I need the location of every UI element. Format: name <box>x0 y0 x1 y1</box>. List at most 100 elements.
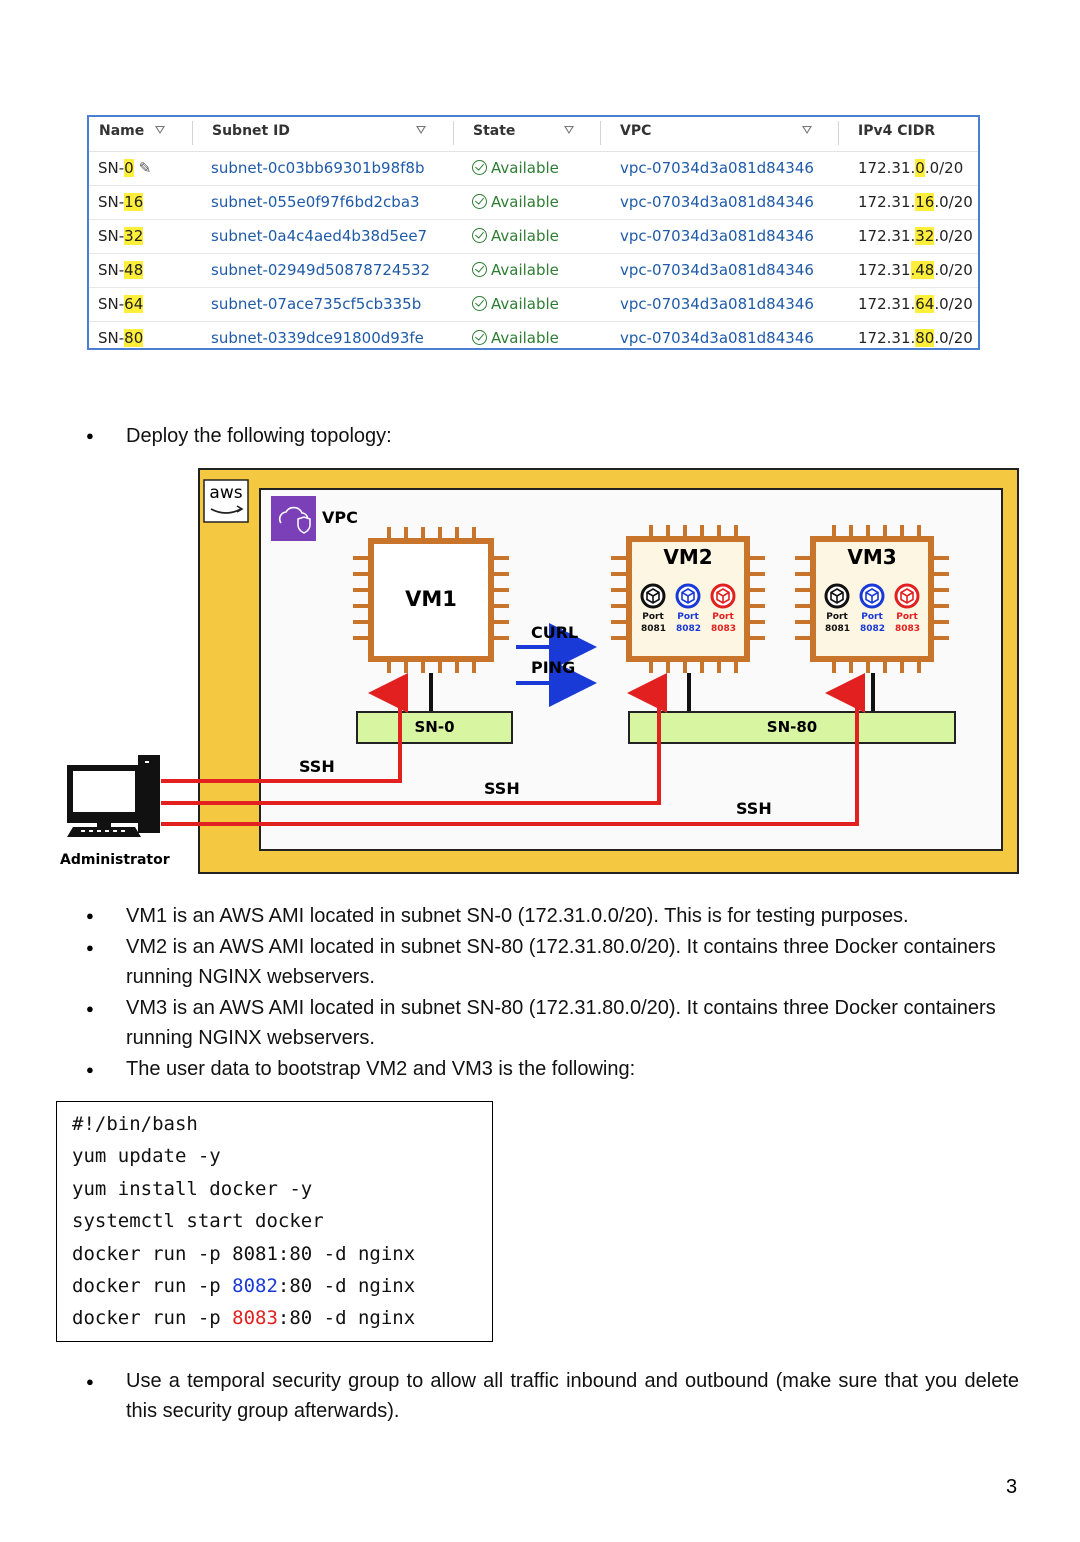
bullet-vm2: VM2 is an AWS AMI located in subnet SN-8… <box>126 936 996 988</box>
column-divider <box>838 121 839 145</box>
subnet-sn0-bar <box>356 711 513 744</box>
code-line: docker run -p 8082:80 -d nginx <box>72 1274 416 1297</box>
check-circle-icon <box>472 160 487 175</box>
bullet-vm3: VM3 is an AWS AMI located in subnet SN-8… <box>126 997 996 1049</box>
ipv4-cidr: 172.31.64.0/20 <box>858 295 973 313</box>
code-line: #!/bin/bash <box>72 1113 198 1135</box>
vpc-id-link[interactable]: vpc-07034d3a081d84346 <box>620 159 814 177</box>
vpc-id-link[interactable]: vpc-07034d3a081d84346 <box>620 193 814 211</box>
subnet-id-link[interactable]: subnet-055e0f97f6bd2cba3 <box>211 193 420 211</box>
status-badge: Available <box>472 185 559 219</box>
sort-triangle-icon[interactable] <box>155 126 165 134</box>
check-circle-icon <box>472 296 487 311</box>
table-row[interactable]: SN-16 subnet-055e0f97f6bd2cba3 Available vp… <box>89 185 978 220</box>
bullet-icon: ● <box>86 1062 94 1077</box>
vm1-chip <box>353 527 509 673</box>
table-row[interactable]: SN-80 subnet-0339dce91800d93fe Available vp… <box>89 321 978 355</box>
table-row[interactable]: SN-32 subnet-0a4c4aed4b38d5ee7 Available vp… <box>89 219 978 254</box>
column-header-subnet-id[interactable]: Subnet ID <box>212 123 290 139</box>
docker-container-icons-vm2 <box>640 583 736 609</box>
administrator-computer-icon <box>67 755 160 837</box>
code-line: docker run -p 8081:80 -d nginx <box>72 1242 416 1265</box>
administrator-label: Administrator <box>60 852 170 868</box>
code-line: yum install docker -y <box>72 1177 313 1200</box>
ping-label: PING <box>531 658 576 677</box>
bullet-icon: ● <box>86 908 94 923</box>
ipv4-cidr: 172.31.48.0/20 <box>858 261 973 279</box>
check-circle-icon <box>472 228 487 243</box>
ssh-label-vm3: SSH <box>736 799 772 818</box>
column-divider <box>192 121 193 145</box>
status-badge: Available <box>472 253 559 287</box>
subnet-name[interactable]: SN-32 <box>98 227 144 245</box>
bullet-icon: ● <box>86 940 94 955</box>
subnet-id-link[interactable]: subnet-0339dce91800d93fe <box>211 329 424 347</box>
code-line: docker run -p 8083:80 -d nginx <box>72 1307 416 1330</box>
column-divider <box>453 121 454 145</box>
table-row[interactable]: SN-0✎ subnet-0c03bb69301b98f8b Available vp… <box>89 151 978 186</box>
ipv4-cidr: 172.31.32.0/20 <box>858 227 973 245</box>
bullet-user-data: The user data to bootstrap VM2 and VM3 i… <box>126 1058 636 1080</box>
vpc-id-link[interactable]: vpc-07034d3a081d84346 <box>620 227 814 245</box>
code-line: yum update -y <box>72 1145 221 1168</box>
aws-smile-icon <box>210 508 242 514</box>
vpc-id-link[interactable]: vpc-07034d3a081d84346 <box>620 329 814 347</box>
vm3-label: VM3 <box>847 545 897 569</box>
check-circle-icon <box>472 330 487 345</box>
aws-logo-box <box>203 479 249 523</box>
sort-triangle-icon[interactable] <box>802 126 812 134</box>
table-row[interactable]: SN-64 subnet-07ace735cf5cb335b Available vp… <box>89 287 978 322</box>
sn0-label: SN-0 <box>414 718 455 736</box>
subnet-name[interactable]: SN-64 <box>98 295 144 313</box>
edit-icon[interactable]: ✎ <box>138 159 152 177</box>
column-header-ipv4-cidr[interactable]: IPv4 CIDR <box>858 123 936 139</box>
vpc-label: VPC <box>322 508 358 527</box>
column-header-state[interactable]: State <box>473 123 516 139</box>
aws-logo-text: aws <box>209 483 243 503</box>
bullet-icon: ● <box>86 428 94 443</box>
docker-container-icons-vm3 <box>824 583 920 609</box>
vpc-id-link[interactable]: vpc-07034d3a081d84346 <box>620 295 814 313</box>
ipv4-cidr: 172.31.16.0/20 <box>858 193 973 211</box>
subnet-id-link[interactable]: subnet-02949d50878724532 <box>211 261 431 279</box>
column-header-name[interactable]: Name <box>99 123 145 139</box>
vm1-label: VM1 <box>405 587 457 611</box>
table-row[interactable]: SN-48 subnet-02949d50878724532 Available vp… <box>89 253 978 288</box>
subnet-sn80-bar <box>628 711 956 744</box>
vpc-id-link[interactable]: vpc-07034d3a081d84346 <box>620 261 814 279</box>
status-badge: Available <box>472 219 559 253</box>
status-badge: Available <box>472 151 559 185</box>
intro-text: Deploy the following topology: <box>126 425 392 447</box>
sort-triangle-icon[interactable] <box>416 126 426 134</box>
curl-label: CURL <box>531 623 579 642</box>
subnet-id-link[interactable]: subnet-07ace735cf5cb335b <box>211 295 422 313</box>
sn80-label: SN-80 <box>766 718 818 736</box>
ssh-paths <box>161 673 865 826</box>
subnet-name[interactable]: SN-80 <box>98 329 144 347</box>
subnet-id-link[interactable]: subnet-0a4c4aed4b38d5ee7 <box>211 227 428 245</box>
vm2-label: VM2 <box>663 545 713 569</box>
ipv4-cidr: 172.31.0.0/20 <box>858 159 964 177</box>
user-data-code-block: #!/bin/bash yum update -y yum install dock… <box>56 1101 493 1342</box>
table-header: Name Subnet ID State VPC IPv4 CIDR <box>89 117 978 152</box>
subnet-name[interactable]: SN-16 <box>98 193 144 211</box>
bullet-vm1: VM1 is an AWS AMI located in subnet SN-0… <box>126 905 909 927</box>
bullet-icon: ● <box>86 1374 94 1389</box>
ipv4-cidr: 172.31.80.0/20 <box>858 329 973 347</box>
subnet-id-link[interactable]: subnet-0c03bb69301b98f8b <box>211 159 425 177</box>
subnet-name[interactable]: SN-0✎ <box>98 151 151 185</box>
subnet-name[interactable]: SN-48 <box>98 261 144 279</box>
topology-svg <box>67 468 1019 874</box>
status-badge: Available <box>472 321 559 355</box>
sort-triangle-icon[interactable] <box>564 126 574 134</box>
page-number: 3 <box>1006 1476 1018 1498</box>
status-badge: Available <box>472 287 559 321</box>
column-header-vpc[interactable]: VPC <box>620 123 652 139</box>
